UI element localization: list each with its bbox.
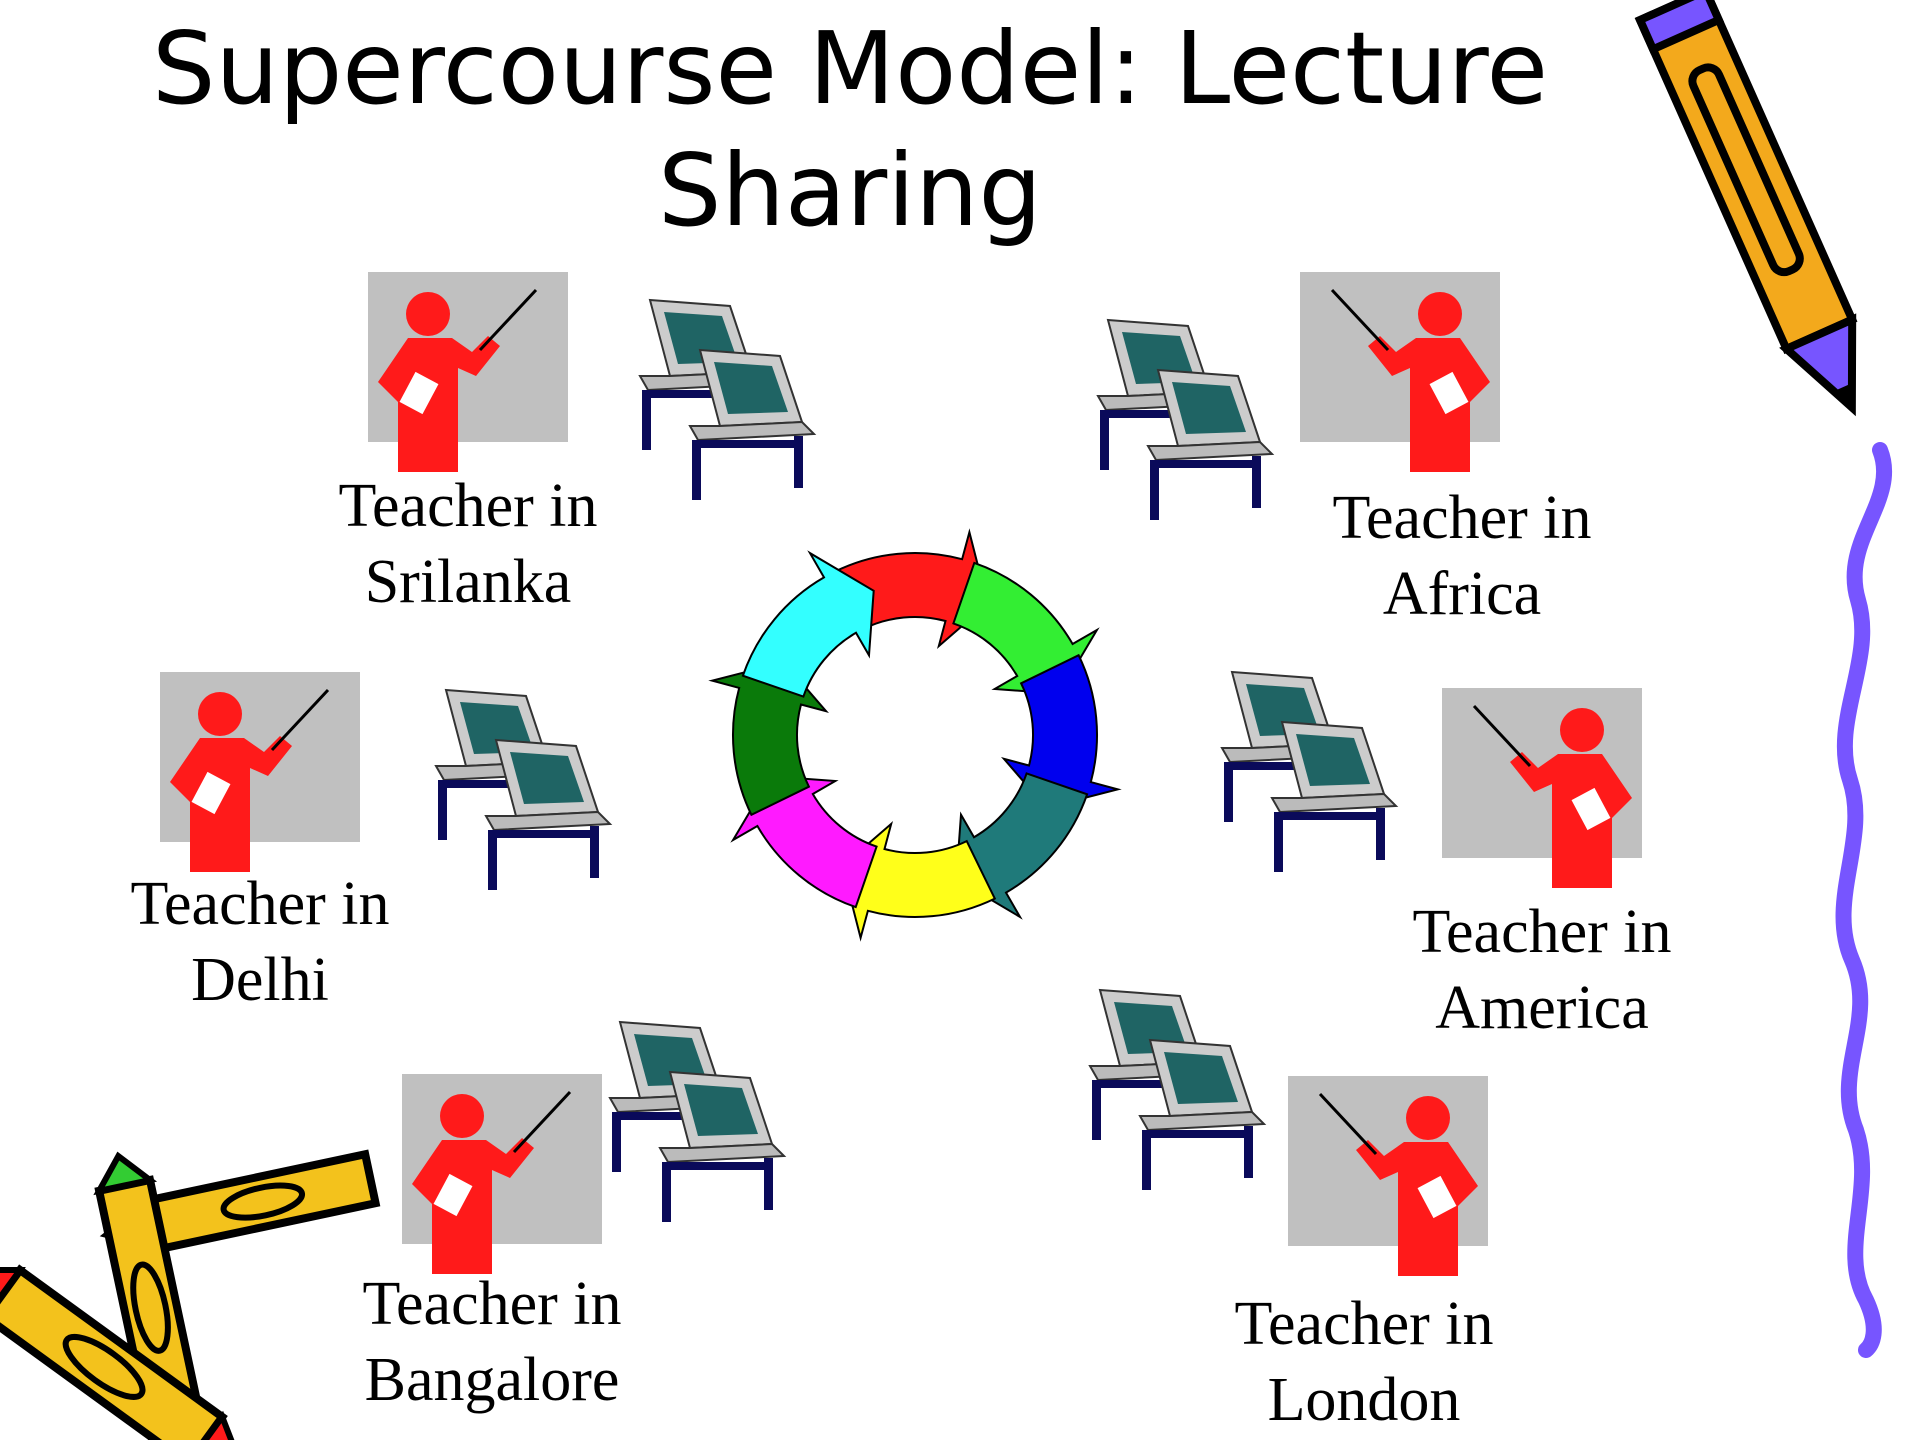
computer-icon-america (1222, 672, 1396, 872)
teacher-icon-africa (1300, 272, 1500, 472)
teacher-label-line2: Bangalore (364, 1346, 620, 1414)
teacher-label-line1: Teacher in (362, 1270, 622, 1338)
teacher-label-africa: Teacher in Africa (1252, 480, 1672, 632)
teacher-icon-srilanka (366, 270, 570, 474)
cyan-arrow (741, 550, 875, 698)
page-title: Supercourse Model: Lecture Sharing (120, 8, 1580, 252)
teacher-label-line1: Teacher in (130, 870, 390, 938)
teacher-label-line1: Teacher in (338, 472, 598, 540)
teacher-label-line2: America (1435, 974, 1649, 1042)
red-arrow (833, 528, 989, 649)
squiggle-decoration (1835, 442, 1893, 1358)
teacher-label-srilanka: Teacher in Srilanka (258, 468, 678, 620)
pencil-icon (1634, 0, 1858, 417)
teacher-icon-bangalore (400, 1072, 604, 1276)
teacher-label-line2: Africa (1382, 560, 1542, 628)
computer-icon-bangalore (610, 1022, 784, 1222)
title-line-2: Sharing (658, 132, 1042, 249)
magenta-arrow (730, 775, 878, 909)
teacher-label-line2: Delhi (191, 946, 329, 1014)
teacher-label-line1: Teacher in (1234, 1290, 1494, 1358)
teal-arrow (955, 772, 1089, 920)
teacher-label-delhi: Teacher in Delhi (50, 866, 470, 1018)
teacher-icon-delhi (158, 670, 362, 874)
teacher-label-line2: Srilanka (364, 548, 572, 616)
cycle-diagram (708, 528, 1122, 942)
computer-icon-delhi (436, 690, 610, 890)
title-line-1: Supercourse Model: Lecture (151, 10, 1549, 127)
green-arrow (952, 561, 1100, 695)
teacher-label-line1: Teacher in (1332, 484, 1592, 552)
teacher-label-line2: London (1267, 1366, 1461, 1434)
teacher-label-line1: Teacher in (1412, 898, 1672, 966)
computer-icon-africa (1098, 320, 1272, 520)
teacher-label-america: Teacher in America (1332, 894, 1752, 1046)
teacher-label-bangalore: Teacher in Bangalore (282, 1266, 702, 1418)
computer-icon-london (1090, 990, 1264, 1190)
dark-green-arrow (708, 661, 829, 817)
teacher-label-london: Teacher in London (1154, 1286, 1574, 1438)
crayons-icon (0, 1149, 381, 1440)
teacher-icon-london (1288, 1076, 1488, 1276)
teacher-icon-america (1442, 688, 1642, 888)
yellow-arrow (841, 821, 997, 942)
blue-arrow (1001, 653, 1122, 809)
